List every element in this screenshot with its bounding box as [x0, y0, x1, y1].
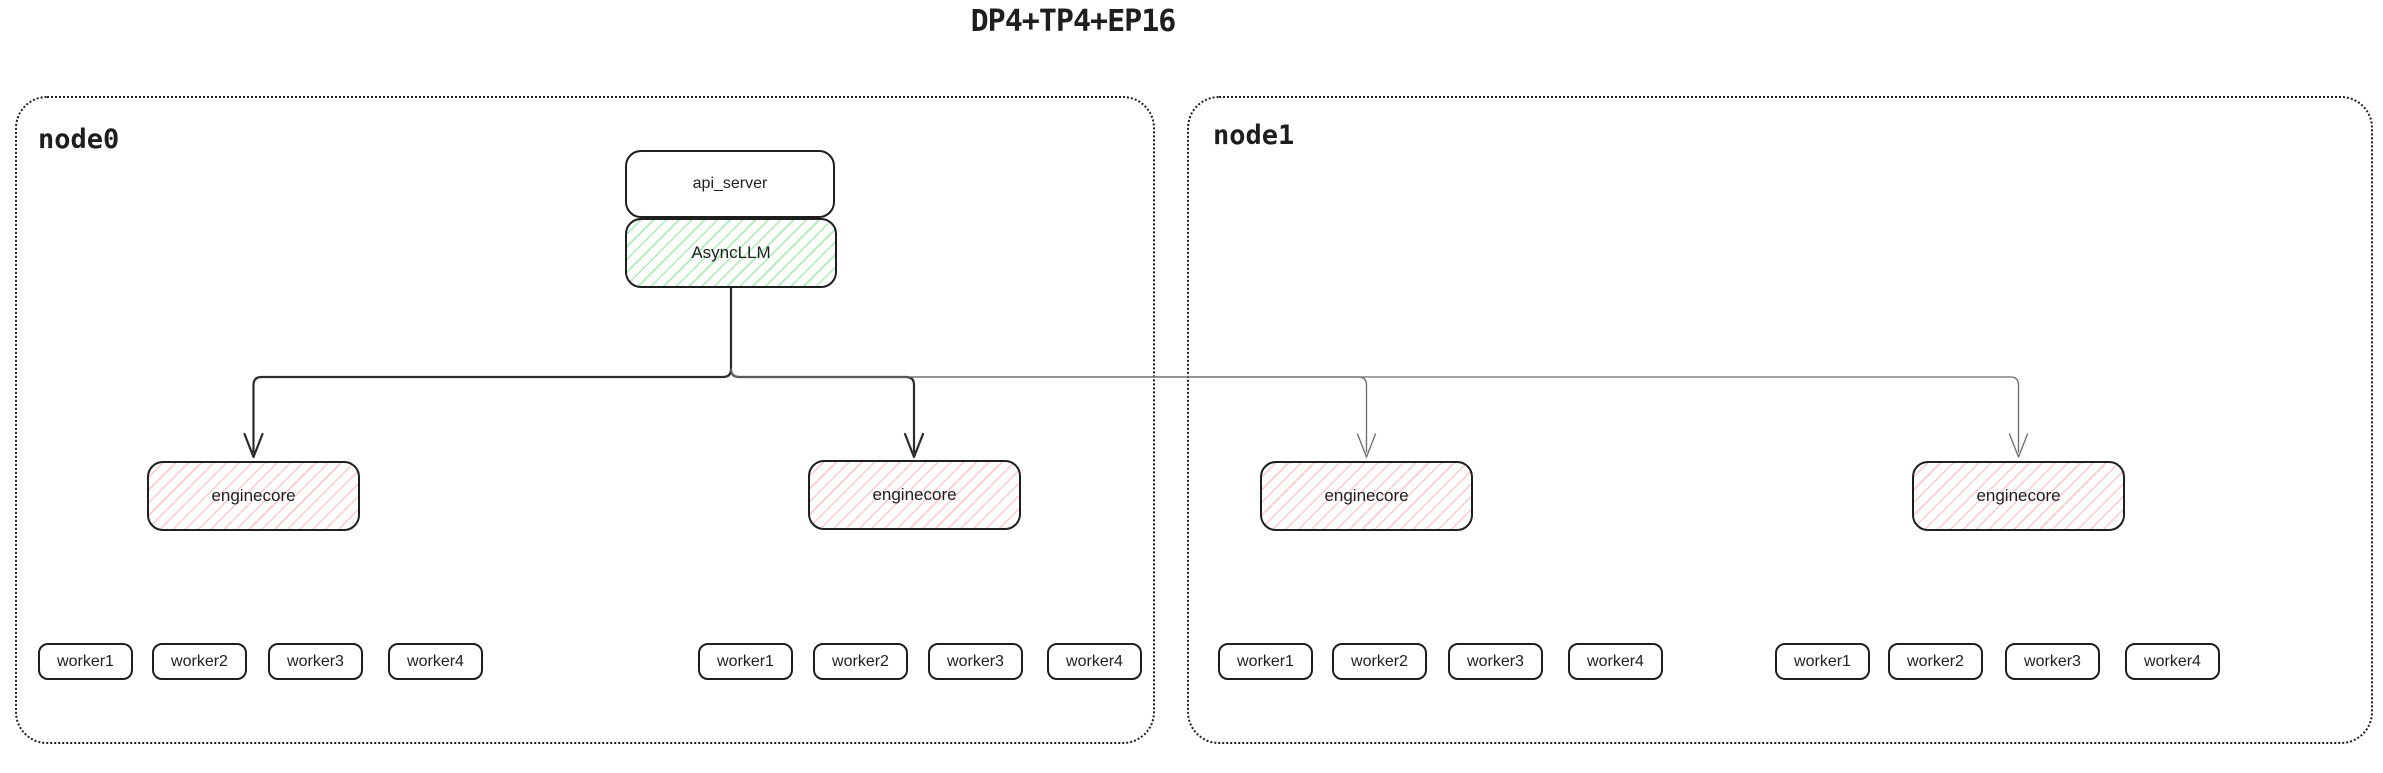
- api-server-label: api_server: [692, 175, 768, 192]
- worker-box: worker4: [1568, 643, 1663, 680]
- api-server-box: api_server: [625, 150, 835, 218]
- enginecore-box-1: enginecore: [147, 461, 360, 531]
- worker-box: worker1: [1218, 643, 1313, 680]
- worker-box: worker2: [1888, 643, 1983, 680]
- worker-box: worker3: [268, 643, 363, 680]
- asyncllm-box: AsyncLLM: [625, 218, 837, 288]
- worker-box: worker4: [2125, 643, 2220, 680]
- worker-box: worker1: [698, 643, 793, 680]
- asyncllm-label: AsyncLLM: [691, 243, 771, 262]
- worker-box: worker1: [38, 643, 133, 680]
- enginecore-label: enginecore: [872, 485, 957, 504]
- worker-box: worker2: [813, 643, 908, 680]
- worker-box: worker4: [1047, 643, 1142, 680]
- worker-box: worker2: [152, 643, 247, 680]
- enginecore-box-3: enginecore: [1260, 461, 1473, 531]
- enginecore-label: enginecore: [1976, 486, 2061, 505]
- worker-box: worker4: [388, 643, 483, 680]
- node0-label: node0: [38, 124, 120, 155]
- diagram-title: DP4+TP4+EP16: [970, 4, 1177, 39]
- worker-box: worker3: [2005, 643, 2100, 680]
- enginecore-box-4: enginecore: [1912, 461, 2125, 531]
- node1-label: node1: [1213, 120, 1295, 151]
- worker-box: worker3: [1448, 643, 1543, 680]
- enginecore-label: enginecore: [211, 486, 296, 505]
- enginecore-label: enginecore: [1324, 486, 1409, 505]
- worker-box: worker1: [1775, 643, 1870, 680]
- worker-box: worker2: [1332, 643, 1427, 680]
- enginecore-box-2: enginecore: [808, 460, 1021, 530]
- worker-box: worker3: [928, 643, 1023, 680]
